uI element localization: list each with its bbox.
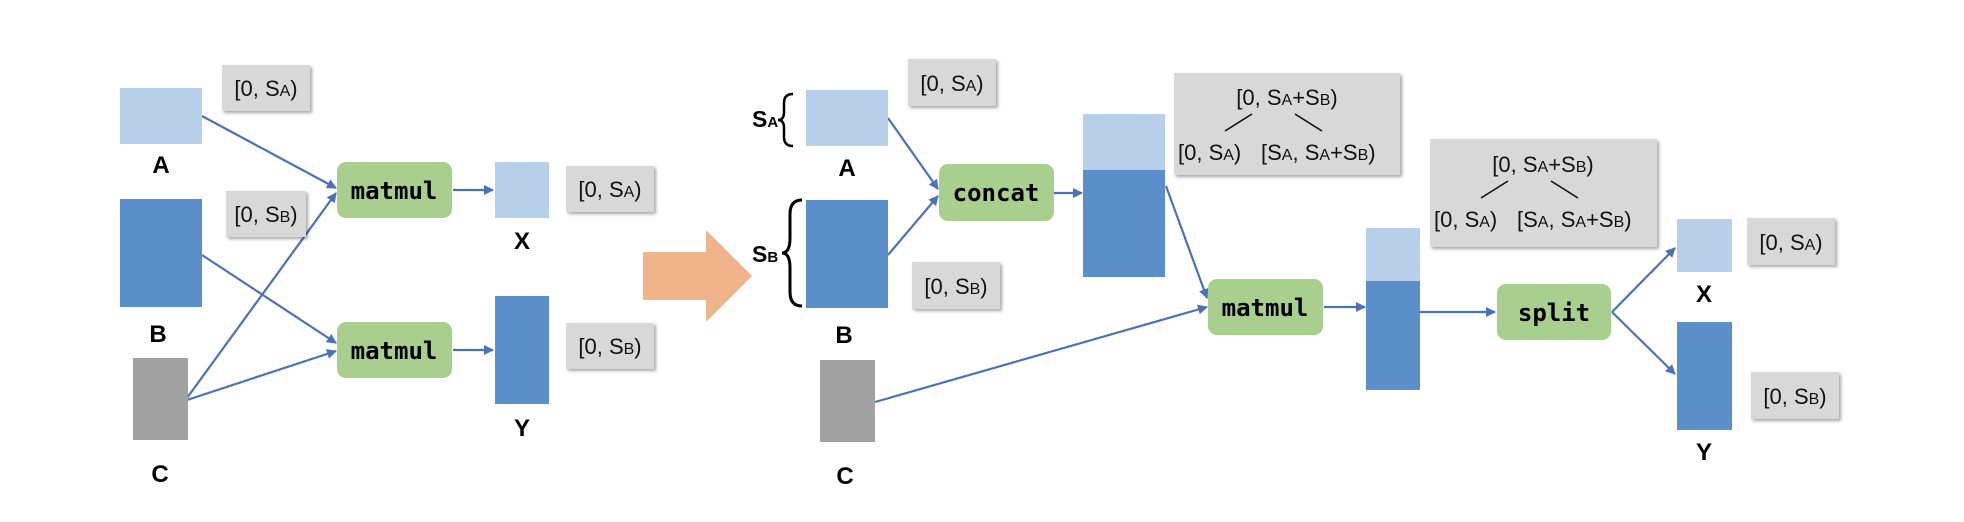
split-range-root: [0, SA+SB)	[1492, 152, 1593, 177]
left-diagram: A B C X Y matmul matmul [0, SA) [0, SB)	[120, 65, 654, 488]
edge-b-to-matmul-bottom	[201, 254, 337, 344]
op-matmul-top: matmul	[337, 162, 452, 218]
concat-range-branch-left	[1224, 113, 1253, 132]
split-range-right: [SA, SA+SB)	[1517, 207, 1632, 232]
op-matmul-label: matmul	[1222, 294, 1309, 322]
right-diagram: SA SB A B C X Y concat matmul	[752, 59, 1839, 490]
tensor-b	[120, 199, 202, 307]
concat-range-left: [0, SA)	[1178, 140, 1241, 165]
tensor-concat-ab	[1083, 114, 1165, 277]
svg-text:[0, SB): [0, SB)	[234, 202, 297, 227]
svg-text:[0, SB): [0, SB)	[1763, 384, 1826, 409]
tensor-concat-ab-bottom	[1083, 170, 1165, 277]
svg-text:[0, SA): [0, SA)	[578, 177, 641, 202]
edge-split-to-y	[1611, 311, 1676, 375]
tensor-a	[806, 90, 888, 146]
svg-text:[0, SB): [0, SB)	[578, 334, 641, 359]
tensor-matmul-xy-top	[1366, 228, 1420, 281]
range-box-y: [0, SB)	[566, 323, 654, 369]
edge-c-to-matmul-bottom	[186, 349, 337, 402]
split-range-left: [0, SA)	[1434, 207, 1497, 232]
transform-arrow	[643, 230, 752, 322]
concat-range-root: [0, SA+SB)	[1236, 85, 1337, 110]
split-range-branch-right	[1550, 180, 1579, 199]
left-edges	[186, 115, 494, 402]
tensor-x-label: X	[514, 228, 530, 255]
tensor-y	[1677, 322, 1732, 430]
tensor-y-label: Y	[1696, 439, 1712, 466]
tensor-y	[495, 296, 549, 404]
edge-b-to-concat	[887, 195, 939, 256]
range-box-x: [0, SA)	[1747, 218, 1835, 265]
range-box-a: [0, SA)	[222, 65, 310, 111]
tensor-b	[806, 200, 888, 308]
edge-split-to-x	[1611, 247, 1676, 313]
tensor-c	[820, 360, 875, 442]
range-box-b: [0, SB)	[226, 191, 306, 237]
op-split-label: split	[1518, 299, 1590, 327]
tensor-x-label: X	[1696, 281, 1712, 308]
tensor-c	[133, 358, 188, 440]
edge-c-to-matmul	[874, 304, 1208, 404]
tensor-b-label: B	[149, 321, 166, 348]
tensor-c-label: C	[836, 463, 853, 490]
tensor-y-label: Y	[514, 415, 530, 442]
tensor-x	[495, 162, 549, 218]
size-label-sb: SB	[752, 241, 778, 267]
svg-text:[0, SA): [0, SA)	[920, 71, 983, 96]
edge-c-to-matmul-top	[186, 192, 337, 399]
split-range-tree: [0, SA+SB) [0, SA) [SA, SA+SB)	[1430, 139, 1657, 247]
range-box-x: [0, SA)	[566, 166, 654, 212]
range-box-a: [0, SA)	[908, 59, 996, 106]
tensor-a-label: A	[838, 155, 855, 182]
tensor-matmul-xy-bottom	[1366, 281, 1420, 390]
tensor-b-label: B	[835, 322, 852, 349]
op-matmul-top-label: matmul	[351, 177, 438, 205]
tensor-c-label: C	[151, 461, 168, 488]
concat-range-branch-right	[1294, 113, 1323, 132]
op-concat: concat	[939, 164, 1054, 221]
split-range-branch-left	[1480, 180, 1509, 199]
op-matmul-bottom-label: matmul	[351, 337, 438, 365]
svg-text:[0, SA): [0, SA)	[234, 76, 297, 101]
tensor-a-label: A	[152, 152, 169, 179]
edge-a-to-matmul-top	[201, 115, 337, 189]
svg-text:[0, SB): [0, SB)	[924, 274, 987, 299]
range-box-b: [0, SB)	[912, 262, 1000, 309]
edge-a-to-concat	[887, 117, 939, 190]
brace-sa	[777, 92, 794, 148]
op-matmul-bottom: matmul	[337, 322, 452, 378]
brace-sb	[781, 198, 803, 308]
op-matmul: matmul	[1208, 279, 1323, 335]
size-label-sa: SA	[752, 106, 778, 132]
svg-text:[0, SA): [0, SA)	[1759, 230, 1822, 255]
op-concat-label: concat	[953, 179, 1040, 207]
concat-range-right: [SA, SA+SB)	[1261, 140, 1376, 165]
tensor-a	[120, 88, 202, 144]
tensor-concat-ab-top	[1083, 114, 1165, 170]
op-split: split	[1497, 284, 1611, 340]
tensor-matmul-xy	[1366, 228, 1420, 390]
right-edges	[874, 117, 1676, 404]
range-box-y: [0, SB)	[1751, 372, 1839, 419]
concat-range-tree: [0, SA+SB) [0, SA) [SA, SA+SB)	[1174, 73, 1400, 175]
edge-ab-to-matmul	[1164, 185, 1209, 299]
tensor-x	[1677, 219, 1732, 272]
